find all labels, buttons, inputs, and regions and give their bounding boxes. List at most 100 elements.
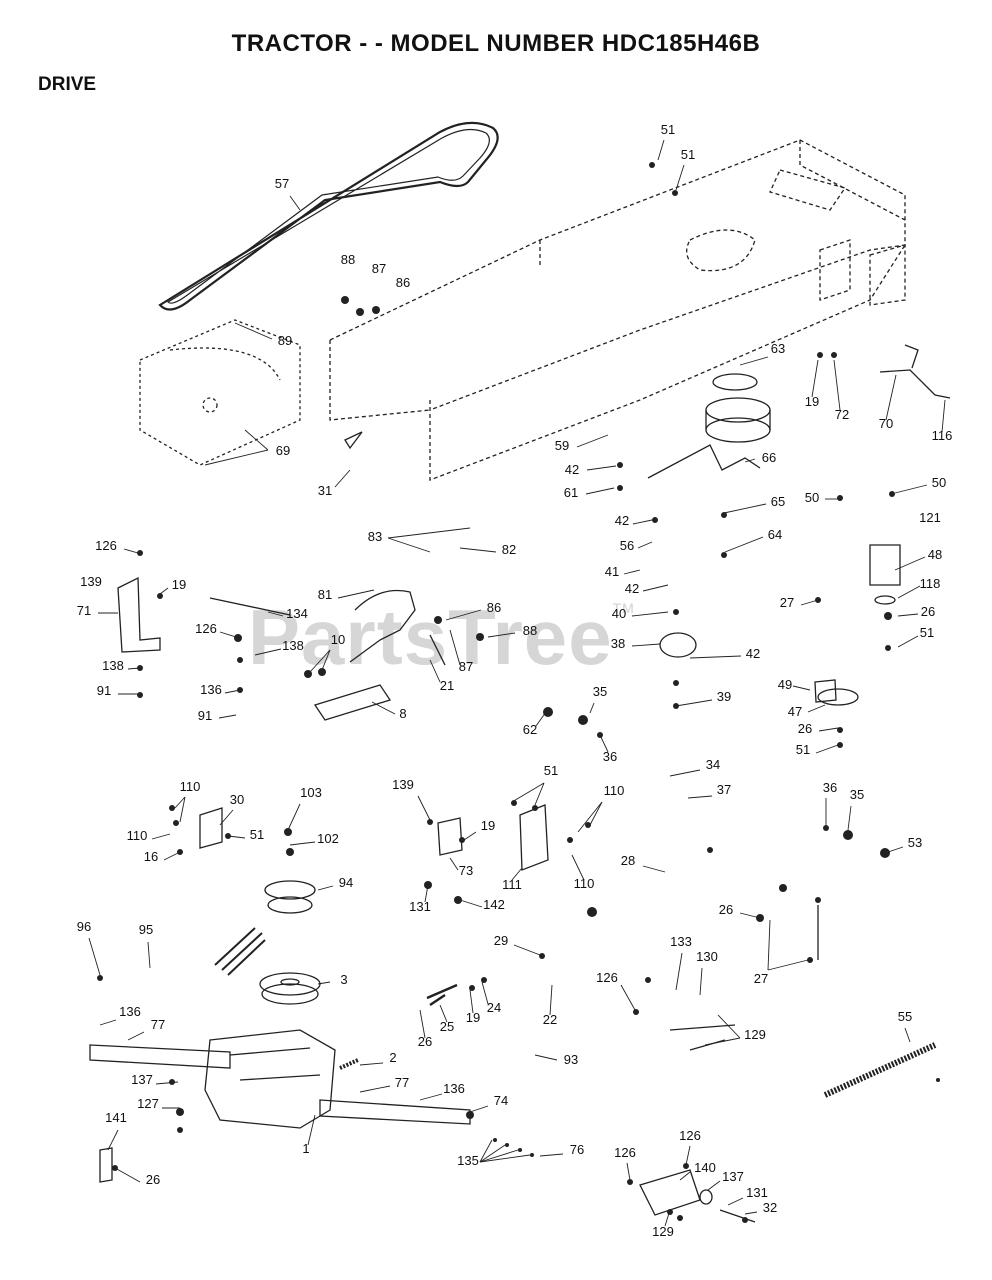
part-callout-77: 77 (151, 1017, 165, 1032)
control-rod-part (209, 597, 291, 616)
part-callout-95: 95 (139, 922, 153, 937)
part-callout-140: 140 (694, 1160, 716, 1175)
part-callout-56: 56 (620, 538, 634, 553)
part-callout-139: 139 (392, 777, 414, 792)
part-callout-16: 16 (144, 849, 158, 864)
part-callout-57: 57 (275, 176, 289, 191)
drive-pulley-part (264, 880, 316, 914)
part-callout-89: 89 (278, 333, 292, 348)
part-callout-86: 86 (396, 275, 410, 290)
part-callout-35: 35 (593, 684, 607, 699)
part-callout-30: 30 (230, 792, 244, 807)
part-callout-66: 66 (762, 450, 776, 465)
part-callout-65: 65 (771, 494, 785, 509)
part-callout-94: 94 (339, 875, 353, 890)
part-callout-91: 91 (198, 708, 212, 723)
part-callout-86: 86 (487, 600, 501, 615)
part-callout-39: 39 (717, 689, 731, 704)
part-callout-50: 50 (805, 490, 819, 505)
part-callout-53: 53 (908, 835, 922, 850)
part-callout-83: 83 (368, 529, 382, 544)
part-callout-62: 62 (523, 722, 537, 737)
hardware-dots (97, 162, 940, 1223)
part-callout-2: 2 (389, 1050, 396, 1065)
part-callout-91: 91 (97, 683, 111, 698)
part-callout-110: 110 (574, 876, 595, 891)
shaft-part (313, 684, 392, 721)
part-callout-36: 36 (603, 749, 617, 764)
transaxle-pulley-part (259, 972, 321, 1005)
page-title: TRACTOR - - MODEL NUMBER HDC185H46B (231, 30, 761, 57)
part-callout-47: 47 (788, 704, 802, 719)
part-callout-61: 61 (564, 485, 578, 500)
part-callout-110: 110 (604, 783, 625, 798)
part-callout-35: 35 (850, 787, 864, 802)
long-spring-part (823, 1042, 937, 1098)
part-callout-116: 116 (932, 428, 953, 443)
part-callout-126: 126 (679, 1128, 701, 1143)
part-callout-102: 102 (317, 831, 339, 846)
part-callout-103: 103 (300, 785, 322, 800)
part-callout-126: 126 (95, 538, 117, 553)
lever-part (429, 634, 446, 666)
part-callout-74: 74 (494, 1093, 508, 1108)
leader-lines (88, 139, 946, 1227)
part-callout-51: 51 (920, 625, 934, 640)
section-label: DRIVE (38, 74, 97, 95)
part-callout-19: 19 (172, 577, 186, 592)
part-callout-121: 121 (919, 510, 941, 525)
part-callout-72: 72 (835, 407, 849, 422)
part-callout-34: 34 (706, 757, 720, 772)
part-callout-130: 130 (696, 949, 718, 964)
part-callout-38: 38 (611, 636, 625, 651)
part-callout-26: 26 (798, 721, 812, 736)
part-callout-28: 28 (621, 853, 635, 868)
part-callout-48: 48 (928, 547, 942, 562)
part-callout-87: 87 (459, 659, 473, 674)
part-callout-51: 51 (250, 827, 264, 842)
part-callout-63: 63 (771, 341, 785, 356)
part-callout-1: 1 (302, 1141, 309, 1156)
part-callout-26: 26 (719, 902, 733, 917)
part-callout-36: 36 (823, 780, 837, 795)
brake-rod-part (647, 444, 761, 479)
washer-part (699, 1189, 713, 1205)
part-callout-42: 42 (625, 581, 639, 596)
part-callout-88: 88 (341, 252, 355, 267)
part-callout-50: 50 (932, 475, 946, 490)
part-callout-77: 77 (395, 1075, 409, 1090)
part-callout-32: 32 (763, 1200, 777, 1215)
watermark-text: PartsTree (248, 593, 613, 681)
part-callout-51: 51 (796, 742, 810, 757)
part-callout-40: 40 (612, 606, 626, 621)
part-callout-70: 70 (879, 416, 893, 431)
part-callout-96: 96 (77, 919, 91, 934)
part-callout-42: 42 (565, 462, 579, 477)
part-callout-126: 126 (596, 970, 618, 985)
bracket-part (437, 817, 463, 856)
tractor-frame-part (329, 139, 906, 481)
part-callout-19: 19 (805, 394, 819, 409)
part-callout-3: 3 (340, 972, 347, 987)
transaxle-part (89, 1029, 471, 1129)
part-callout-139: 139 (80, 574, 102, 589)
pivot-bracket-part (199, 807, 223, 849)
idler-pulley-part (705, 373, 771, 443)
watermark: PartsTreeTM (248, 592, 635, 683)
part-callout-136: 136 (200, 682, 222, 697)
part-callout-141: 141 (105, 1110, 127, 1125)
part-callout-87: 87 (372, 261, 386, 276)
rear-bracket-part (99, 1147, 113, 1183)
part-callout-76: 76 (570, 1142, 584, 1157)
part-callout-134: 134 (286, 606, 308, 621)
part-callout-88: 88 (523, 623, 537, 638)
part-callout-129: 129 (744, 1027, 766, 1042)
spring-part (426, 983, 458, 1007)
part-callout-138: 138 (102, 658, 124, 673)
part-callout-126: 126 (195, 621, 217, 636)
part-callout-133: 133 (670, 934, 692, 949)
part-callout-127: 127 (137, 1096, 159, 1111)
spring-clip-part (879, 344, 951, 399)
part-callout-135: 135 (457, 1153, 479, 1168)
